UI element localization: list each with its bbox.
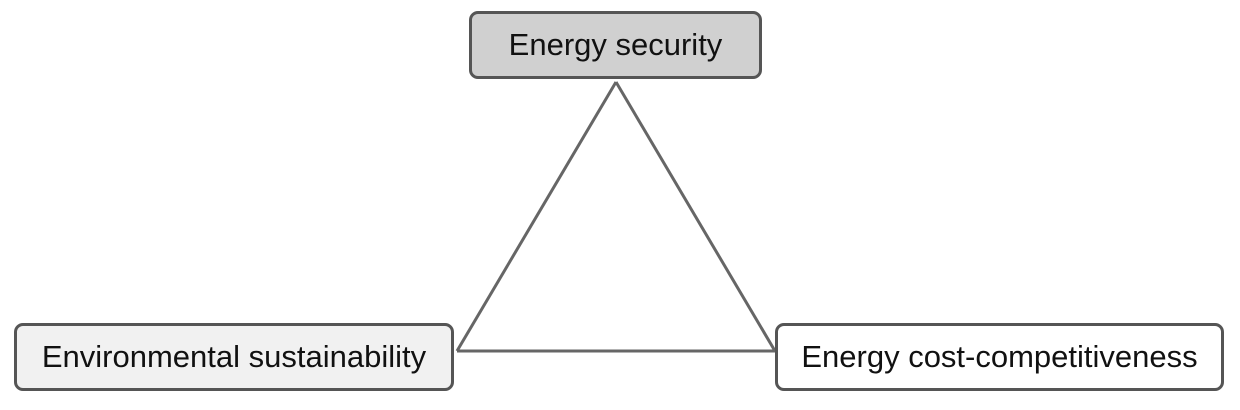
energy-cost-competitiveness-node: Energy cost-competitiveness [775,323,1224,391]
environmental-sustainability-node: Environmental sustainability [14,323,454,391]
edge-top-to-right [614,81,777,352]
energy-security-node: Energy security [469,11,762,79]
energy-cost-competitiveness-label: Energy cost-competitiveness [801,339,1198,374]
environmental-sustainability-label: Environmental sustainability [41,339,427,374]
energy-security-label: Energy security [508,27,723,62]
edge-top-to-left [455,81,618,352]
